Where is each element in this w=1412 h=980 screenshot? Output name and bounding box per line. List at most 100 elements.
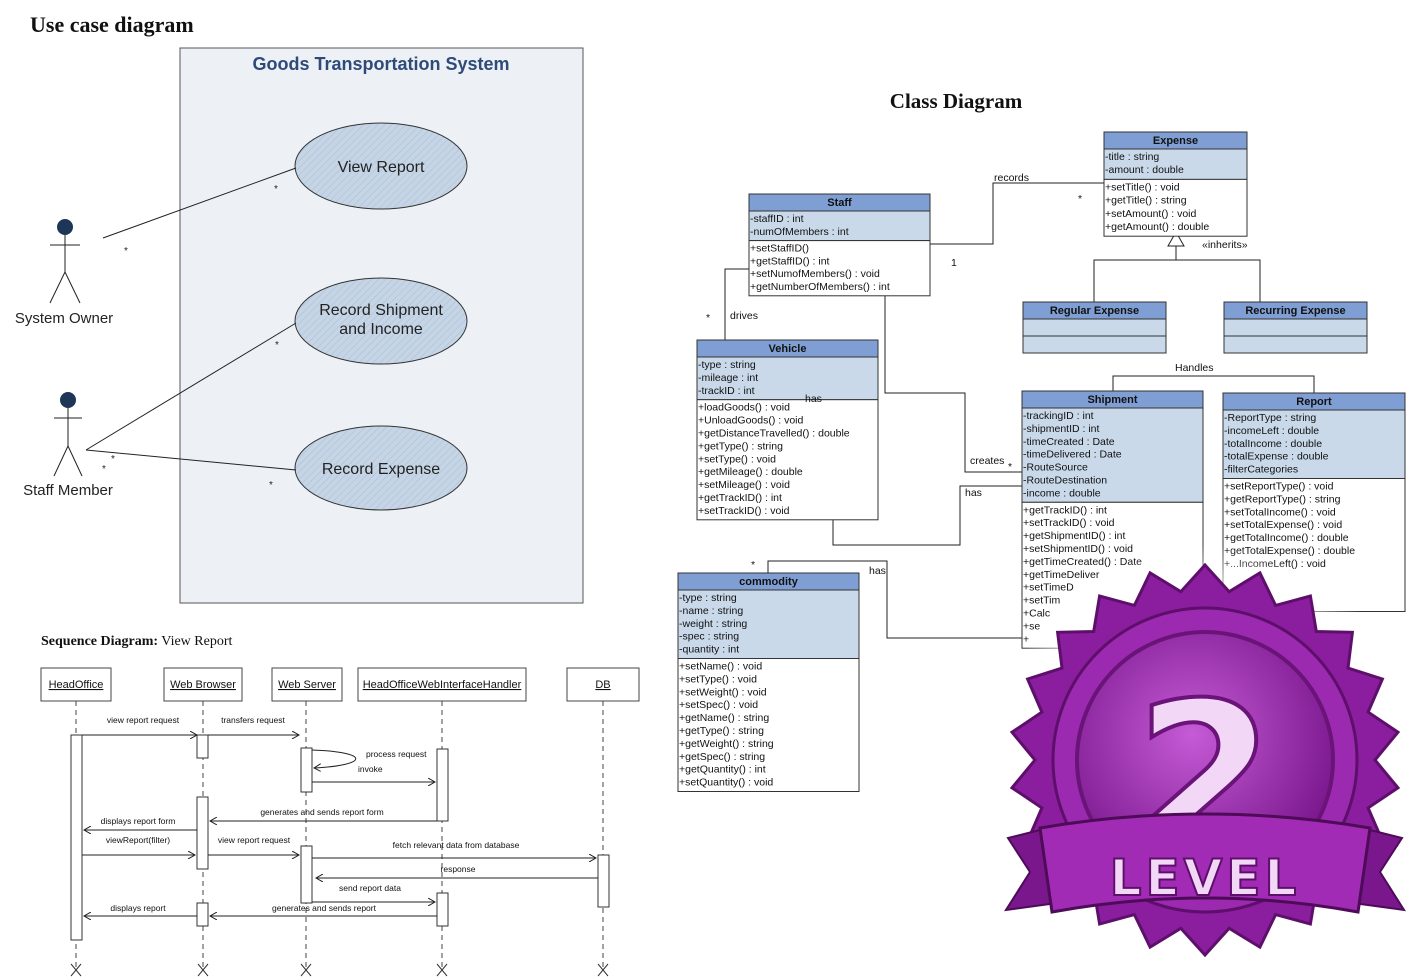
class-name: Regular Expense xyxy=(1050,305,1139,317)
msg-generates-report: generates and sends report xyxy=(272,903,377,913)
msg-generates-form: generates and sends report form xyxy=(260,807,383,817)
class-commodity: commodity-type : string-name : string-we… xyxy=(677,572,860,792)
use-case-view-report xyxy=(294,122,468,210)
sequence-diagram: Sequence Diagram: View Report HeadOffice… xyxy=(40,634,640,977)
mult-4: * xyxy=(111,454,115,465)
class-operation: +getSpec() : string xyxy=(679,751,765,763)
class-operation: +getTimeDeliver xyxy=(1023,569,1100,581)
use-case-heading: Use case diagram xyxy=(30,12,194,37)
class-attributes xyxy=(748,210,931,242)
mult-5: * xyxy=(102,464,106,475)
use-case-record-shipment xyxy=(294,277,468,365)
lifeline-boxes xyxy=(40,667,640,702)
class-operation: +getMileage() : double xyxy=(698,466,803,478)
class-attributes xyxy=(1021,407,1204,503)
msg-fetch-data: fetch relevant data from database xyxy=(393,840,520,850)
class-attribute: -type : string xyxy=(698,359,756,371)
label-drives-star: * xyxy=(706,312,710,324)
class-attributes xyxy=(1222,409,1406,479)
class-attribute: -shipmentID : int xyxy=(1023,423,1100,435)
class-operation: +setWeight() : void xyxy=(679,686,767,698)
class-diagram-heading: Class Diagram xyxy=(890,89,1023,113)
class-operation: +setReportType() : void xyxy=(1224,481,1334,493)
use-case-record-shipment-label-2: and Income xyxy=(339,321,423,338)
class-operation: +getTotalIncome() : double xyxy=(1224,532,1349,544)
class-attribute: -timeDelivered : Date xyxy=(1023,449,1122,461)
class-operation: +getTrackID() : int xyxy=(698,492,782,504)
sequence-heading-bold: Sequence Diagram: xyxy=(41,634,158,649)
class-attribute: -RouteDestination xyxy=(1023,475,1107,487)
actor-staff-member-label: Staff Member xyxy=(23,482,113,499)
class-regular-expense: Regular Expense xyxy=(1022,301,1167,354)
class-operation: +getName() : string xyxy=(679,712,769,724)
mult-2: * xyxy=(274,184,278,195)
class-operation: +setAmount() : void xyxy=(1105,208,1196,220)
class-name: Expense xyxy=(1153,135,1198,147)
msg-displays-form: displays report form xyxy=(101,816,176,826)
class-expense: Expense -title : string-amount : double +s… xyxy=(1103,131,1248,237)
badge-level-text: LEVEL xyxy=(1110,849,1301,907)
class-operations xyxy=(1223,335,1368,354)
class-staff: Staff-staffID : int-numOfMembers : int+s… xyxy=(748,193,931,297)
class-operation: +setTrackID() : void xyxy=(1023,517,1115,529)
use-case-record-expense xyxy=(294,425,468,511)
lifeline-web-server: Web Server xyxy=(278,679,336,691)
class-attribute: -ReportType : string xyxy=(1224,412,1316,424)
class-operation: +setStaffID() xyxy=(750,243,809,255)
class-attribute: -mileage : int xyxy=(698,372,758,384)
assoc-staff-shipment xyxy=(85,322,297,451)
class-operation: +setName() : void xyxy=(679,661,762,673)
msg-invoke: invoke xyxy=(358,764,383,774)
class-attribute: -RouteSource xyxy=(1023,462,1088,474)
class-attribute: -title : string xyxy=(1105,151,1159,163)
class-attribute: -filterCategories xyxy=(1224,464,1298,476)
class-attribute: -type : string xyxy=(679,592,737,604)
label-records-one: 1 xyxy=(951,257,957,269)
actor-system-owner-icon xyxy=(49,219,81,304)
class-name: Recurring Expense xyxy=(1245,305,1345,317)
msg-displays-report: displays report xyxy=(110,903,166,913)
class-operation: +setTrackID() : void xyxy=(698,505,790,517)
class-operation: +getWeight() : string xyxy=(679,738,774,750)
class-operation: +setTitle() : void xyxy=(1105,181,1180,193)
class-name: Staff xyxy=(827,197,852,209)
class-attribute: -amount : double xyxy=(1105,164,1184,176)
class-operation: +setTimeD xyxy=(1023,582,1074,594)
level-2-badge-icon: 2 LEVEL xyxy=(990,545,1412,975)
class-operation: +getStaffID() : int xyxy=(750,255,830,267)
label-inherits: «inherits» xyxy=(1202,239,1248,251)
class-operation: +setTotalExpense() : void xyxy=(1224,519,1342,531)
class-operation: +setNumofMembers() : void xyxy=(750,268,880,280)
msg-transfers-request: transfers request xyxy=(221,715,285,725)
class-operation: +setMileage() : void xyxy=(698,479,790,491)
class-vehicle: Vehicle-type : string-mileage : int-trac… xyxy=(696,339,879,521)
class-relations xyxy=(724,182,1315,639)
label-records-star: * xyxy=(1078,193,1082,205)
system-title: Goods Transportation System xyxy=(252,54,509,74)
class-attribute: -spec : string xyxy=(679,631,739,643)
class-attribute: -quantity : int xyxy=(679,644,739,656)
label-creates: creates xyxy=(970,455,1004,467)
class-operation: +setSpec() : void xyxy=(679,699,758,711)
class-operation: +getTrackID() : int xyxy=(1023,504,1107,516)
class-operation: +getTitle() : string xyxy=(1105,195,1187,207)
class-operations xyxy=(677,658,860,792)
class-attribute: -income : double xyxy=(1023,487,1101,499)
lifeline-handler: HeadOfficeWebInterfaceHandler xyxy=(363,679,522,691)
class-attribute: -numOfMembers : int xyxy=(750,226,849,238)
class-operation: +UnloadGoods() : void xyxy=(698,415,804,427)
lifeline-db: DB xyxy=(595,679,610,691)
activation-bars xyxy=(70,734,610,941)
destroy-markers-icon xyxy=(70,963,609,977)
class-attribute: -timeCreated : Date xyxy=(1023,436,1115,448)
label-handles: Handles xyxy=(1175,362,1214,374)
label-records: records xyxy=(994,172,1029,184)
actor-staff-member-icon xyxy=(53,392,83,477)
class-operation: +getTimeCreated() : Date xyxy=(1023,556,1142,568)
class-operation: +setShipmentID() : void xyxy=(1023,543,1133,555)
class-operations xyxy=(1103,178,1248,237)
use-case-diagram: Use case diagram Goods Transportation Sy… xyxy=(15,12,584,604)
class-attribute: -totalExpense : double xyxy=(1224,451,1329,463)
class-operation: +getDistanceTravelled() : double xyxy=(698,428,850,440)
